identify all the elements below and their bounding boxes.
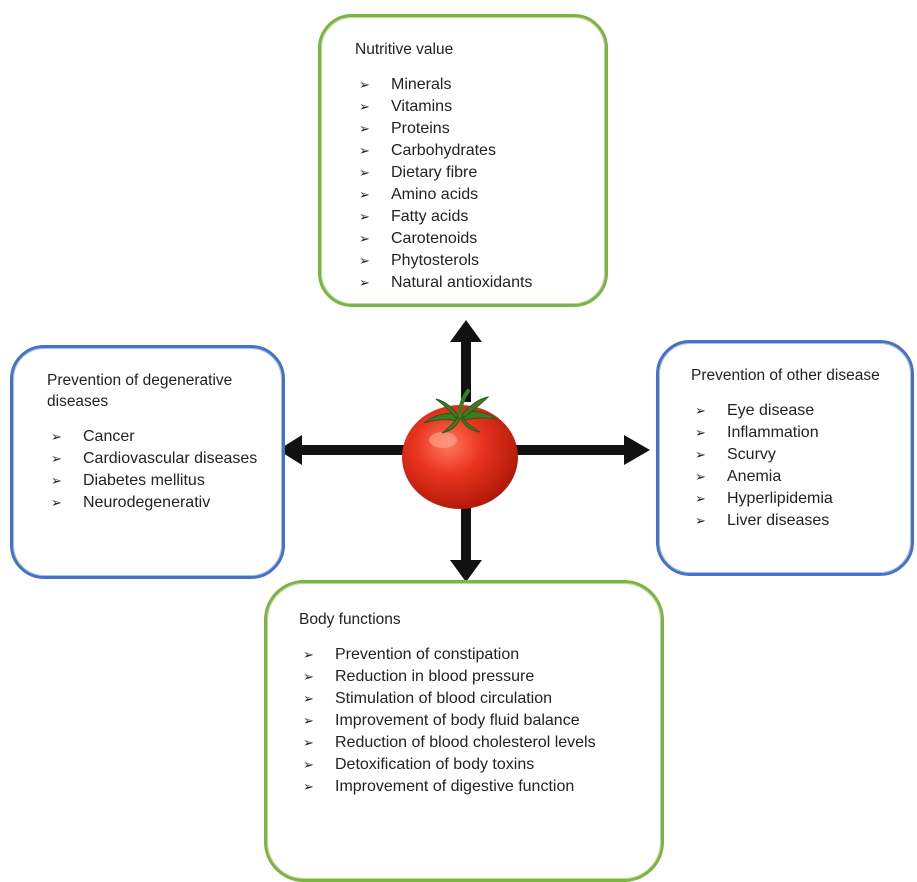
- nutritive-value-item: ➢ Phytosterols: [355, 250, 589, 272]
- nutritive-value-item: ➢ Natural antioxidants: [355, 272, 589, 294]
- arrow-bullet-icon: ➢: [303, 691, 314, 706]
- arrow-right: [500, 435, 650, 465]
- body-function-item: ➢ Reduction of blood cholesterol levels: [299, 732, 645, 754]
- nutritive-value-item-label: Natural antioxidants: [391, 274, 533, 291]
- nutritive-value-item: ➢ Fatty acids: [355, 206, 589, 228]
- tomato-icon: [402, 389, 518, 509]
- body-function-item-label: Detoxification of body toxins: [335, 756, 535, 773]
- nutritive-value-item: ➢ Carotenoids: [355, 228, 589, 250]
- body-function-item: ➢ Reduction in blood pressure: [299, 666, 645, 688]
- body-function-item-label: Improvement of body fluid balance: [335, 712, 580, 729]
- nutritive-value-item-label: Fatty acids: [391, 208, 469, 225]
- arrow-bullet-icon: ➢: [303, 757, 314, 772]
- arrow-up: [450, 320, 482, 402]
- other-disease-item: ➢ Inflammation: [691, 422, 901, 444]
- nutritive-value-item-label: Phytosterols: [391, 252, 480, 269]
- arrow-bullet-icon: ➢: [303, 779, 314, 794]
- arrow-bullet-icon: ➢: [359, 121, 370, 136]
- nutritive-value-list: ➢ Minerals ➢ Vitamins ➢ Proteins ➢ Carbohydrate…: [355, 74, 589, 294]
- arrow-bullet-icon: ➢: [303, 647, 314, 662]
- other-disease-item: ➢ Anemia: [691, 466, 901, 488]
- other-disease-item: ➢ Scurvy: [691, 444, 901, 466]
- body-function-item: ➢ Detoxification of body toxins: [299, 754, 645, 776]
- other-disease-item: ➢ Liver diseases: [691, 510, 901, 532]
- body-function-item-label: Reduction in blood pressure: [335, 668, 535, 685]
- nutritive-value-item: ➢ Carbohydrates: [355, 140, 589, 162]
- nutritive-value-item-label: Vitamins: [391, 98, 453, 115]
- other-disease-item: ➢ Eye disease: [691, 400, 901, 422]
- arrow-bullet-icon: ➢: [51, 473, 62, 488]
- body-function-item-label: Reduction of blood cholesterol levels: [335, 734, 596, 751]
- arrow-bullet-icon: ➢: [359, 99, 370, 114]
- other-disease-item: ➢ Hyperlipidemia: [691, 488, 901, 510]
- other-disease-title: Prevention of other disease: [691, 367, 880, 384]
- body-function-item-label: Improvement of digestive function: [335, 778, 575, 795]
- degenerative-disease-item-label: Neurodegenerativ: [83, 494, 211, 511]
- arrow-bullet-icon: ➢: [359, 165, 370, 180]
- arrow-bullet-icon: ➢: [695, 425, 706, 440]
- other-disease-box: Prevention of other disease ➢ Eye disease…: [656, 340, 914, 576]
- other-disease-list: ➢Eye disease➢Inflammation➢Scurvy➢Anemia➢…: [691, 400, 901, 532]
- nutritive-value-item-label: Carotenoids: [391, 230, 478, 247]
- body-function-item-label: Stimulation of blood circulation: [335, 690, 553, 707]
- arrow-bullet-icon: ➢: [51, 429, 62, 444]
- degenerative-disease-item-label: Cardiovascular diseases: [83, 450, 258, 467]
- nutritive-value-item-label: Proteins: [391, 120, 450, 137]
- other-disease-item-label: Scurvy: [727, 446, 776, 463]
- degenerative-disease-item: ➢ Neurodegenerativ: [47, 492, 268, 514]
- arrow-bullet-icon: ➢: [695, 513, 706, 528]
- degenerative-disease-item-label: Diabetes mellitus: [83, 472, 205, 489]
- body-function-item: ➢ Prevention of constipation: [299, 644, 645, 666]
- degenerative-disease-item-label: Cancer: [83, 428, 135, 445]
- nutritive-value-item: ➢ Dietary fibre: [355, 162, 589, 184]
- degenerative-disease-item: ➢ Diabetes mellitus: [47, 470, 268, 492]
- other-disease-item-label: Inflammation: [727, 424, 819, 441]
- arrow-bullet-icon: ➢: [695, 403, 706, 418]
- other-disease-item-label: Eye disease: [727, 402, 815, 419]
- body-functions-box: Body functions ➢ Prevention of constipati…: [264, 580, 664, 882]
- body-functions-list: ➢ Prevention of constipation ➢ Reduction in…: [299, 644, 645, 798]
- body-function-item: ➢ Stimulation of blood circulation: [299, 688, 645, 710]
- degenerative-disease-item: ➢ Cardiovascular diseases: [47, 448, 268, 470]
- body-functions-title: Body functions: [299, 611, 401, 628]
- nutritive-value-item-label: Minerals: [391, 76, 452, 93]
- nutritive-value-item: ➢ Minerals: [355, 74, 589, 96]
- nutritive-value-item-label: Carbohydrates: [391, 142, 496, 159]
- degenerative-disease-item: ➢ Cancer: [47, 426, 268, 448]
- arrow-bullet-icon: ➢: [359, 187, 370, 202]
- arrow-bullet-icon: ➢: [695, 447, 706, 462]
- other-disease-item-label: Anemia: [727, 468, 782, 485]
- other-disease-item-label: Liver diseases: [727, 512, 830, 529]
- degenerative-diseases-list: ➢ Cancer ➢ Cardiovascular diseases ➢ Diabetes…: [47, 426, 268, 514]
- arrow-bullet-icon: ➢: [303, 713, 314, 728]
- degenerative-diseases-box: Prevention of degenerative diseases ➢ Can…: [10, 345, 285, 579]
- arrow-bullet-icon: ➢: [359, 77, 370, 92]
- body-function-item: ➢ Improvement of digestive function: [299, 776, 645, 798]
- arrow-bullet-icon: ➢: [359, 253, 370, 268]
- nutritive-value-item: ➢ Amino acids: [355, 184, 589, 206]
- arrow-bullet-icon: ➢: [359, 275, 370, 290]
- arrow-bullet-icon: ➢: [51, 495, 62, 510]
- body-function-item-label: Prevention of constipation: [335, 646, 520, 663]
- body-function-item: ➢ Improvement of body fluid balance: [299, 710, 645, 732]
- nutritive-value-item: ➢ Proteins: [355, 118, 589, 140]
- arrow-bullet-icon: ➢: [695, 469, 706, 484]
- nutritive-value-box: Nutritive value ➢ Minerals ➢ Vitamins ➢ Prote…: [318, 14, 608, 307]
- arrow-bullet-icon: ➢: [51, 451, 62, 466]
- arrow-bullet-icon: ➢: [303, 735, 314, 750]
- arrow-bullet-icon: ➢: [695, 491, 706, 506]
- degenerative-diseases-title: Prevention of degenerative diseases: [47, 372, 233, 410]
- nutritive-value-item-label: Amino acids: [391, 186, 479, 203]
- arrow-bullet-icon: ➢: [359, 143, 370, 158]
- nutritive-value-item-label: Dietary fibre: [391, 164, 478, 181]
- arrow-bullet-icon: ➢: [359, 231, 370, 246]
- nutritive-value-title: Nutritive value: [355, 41, 454, 58]
- arrow-left: [278, 435, 416, 465]
- arrow-down: [450, 492, 482, 582]
- other-disease-item-label: Hyperlipidemia: [727, 490, 833, 507]
- nutritive-value-item: ➢ Vitamins: [355, 96, 589, 118]
- arrow-bullet-icon: ➢: [359, 209, 370, 224]
- arrow-bullet-icon: ➢: [303, 669, 314, 684]
